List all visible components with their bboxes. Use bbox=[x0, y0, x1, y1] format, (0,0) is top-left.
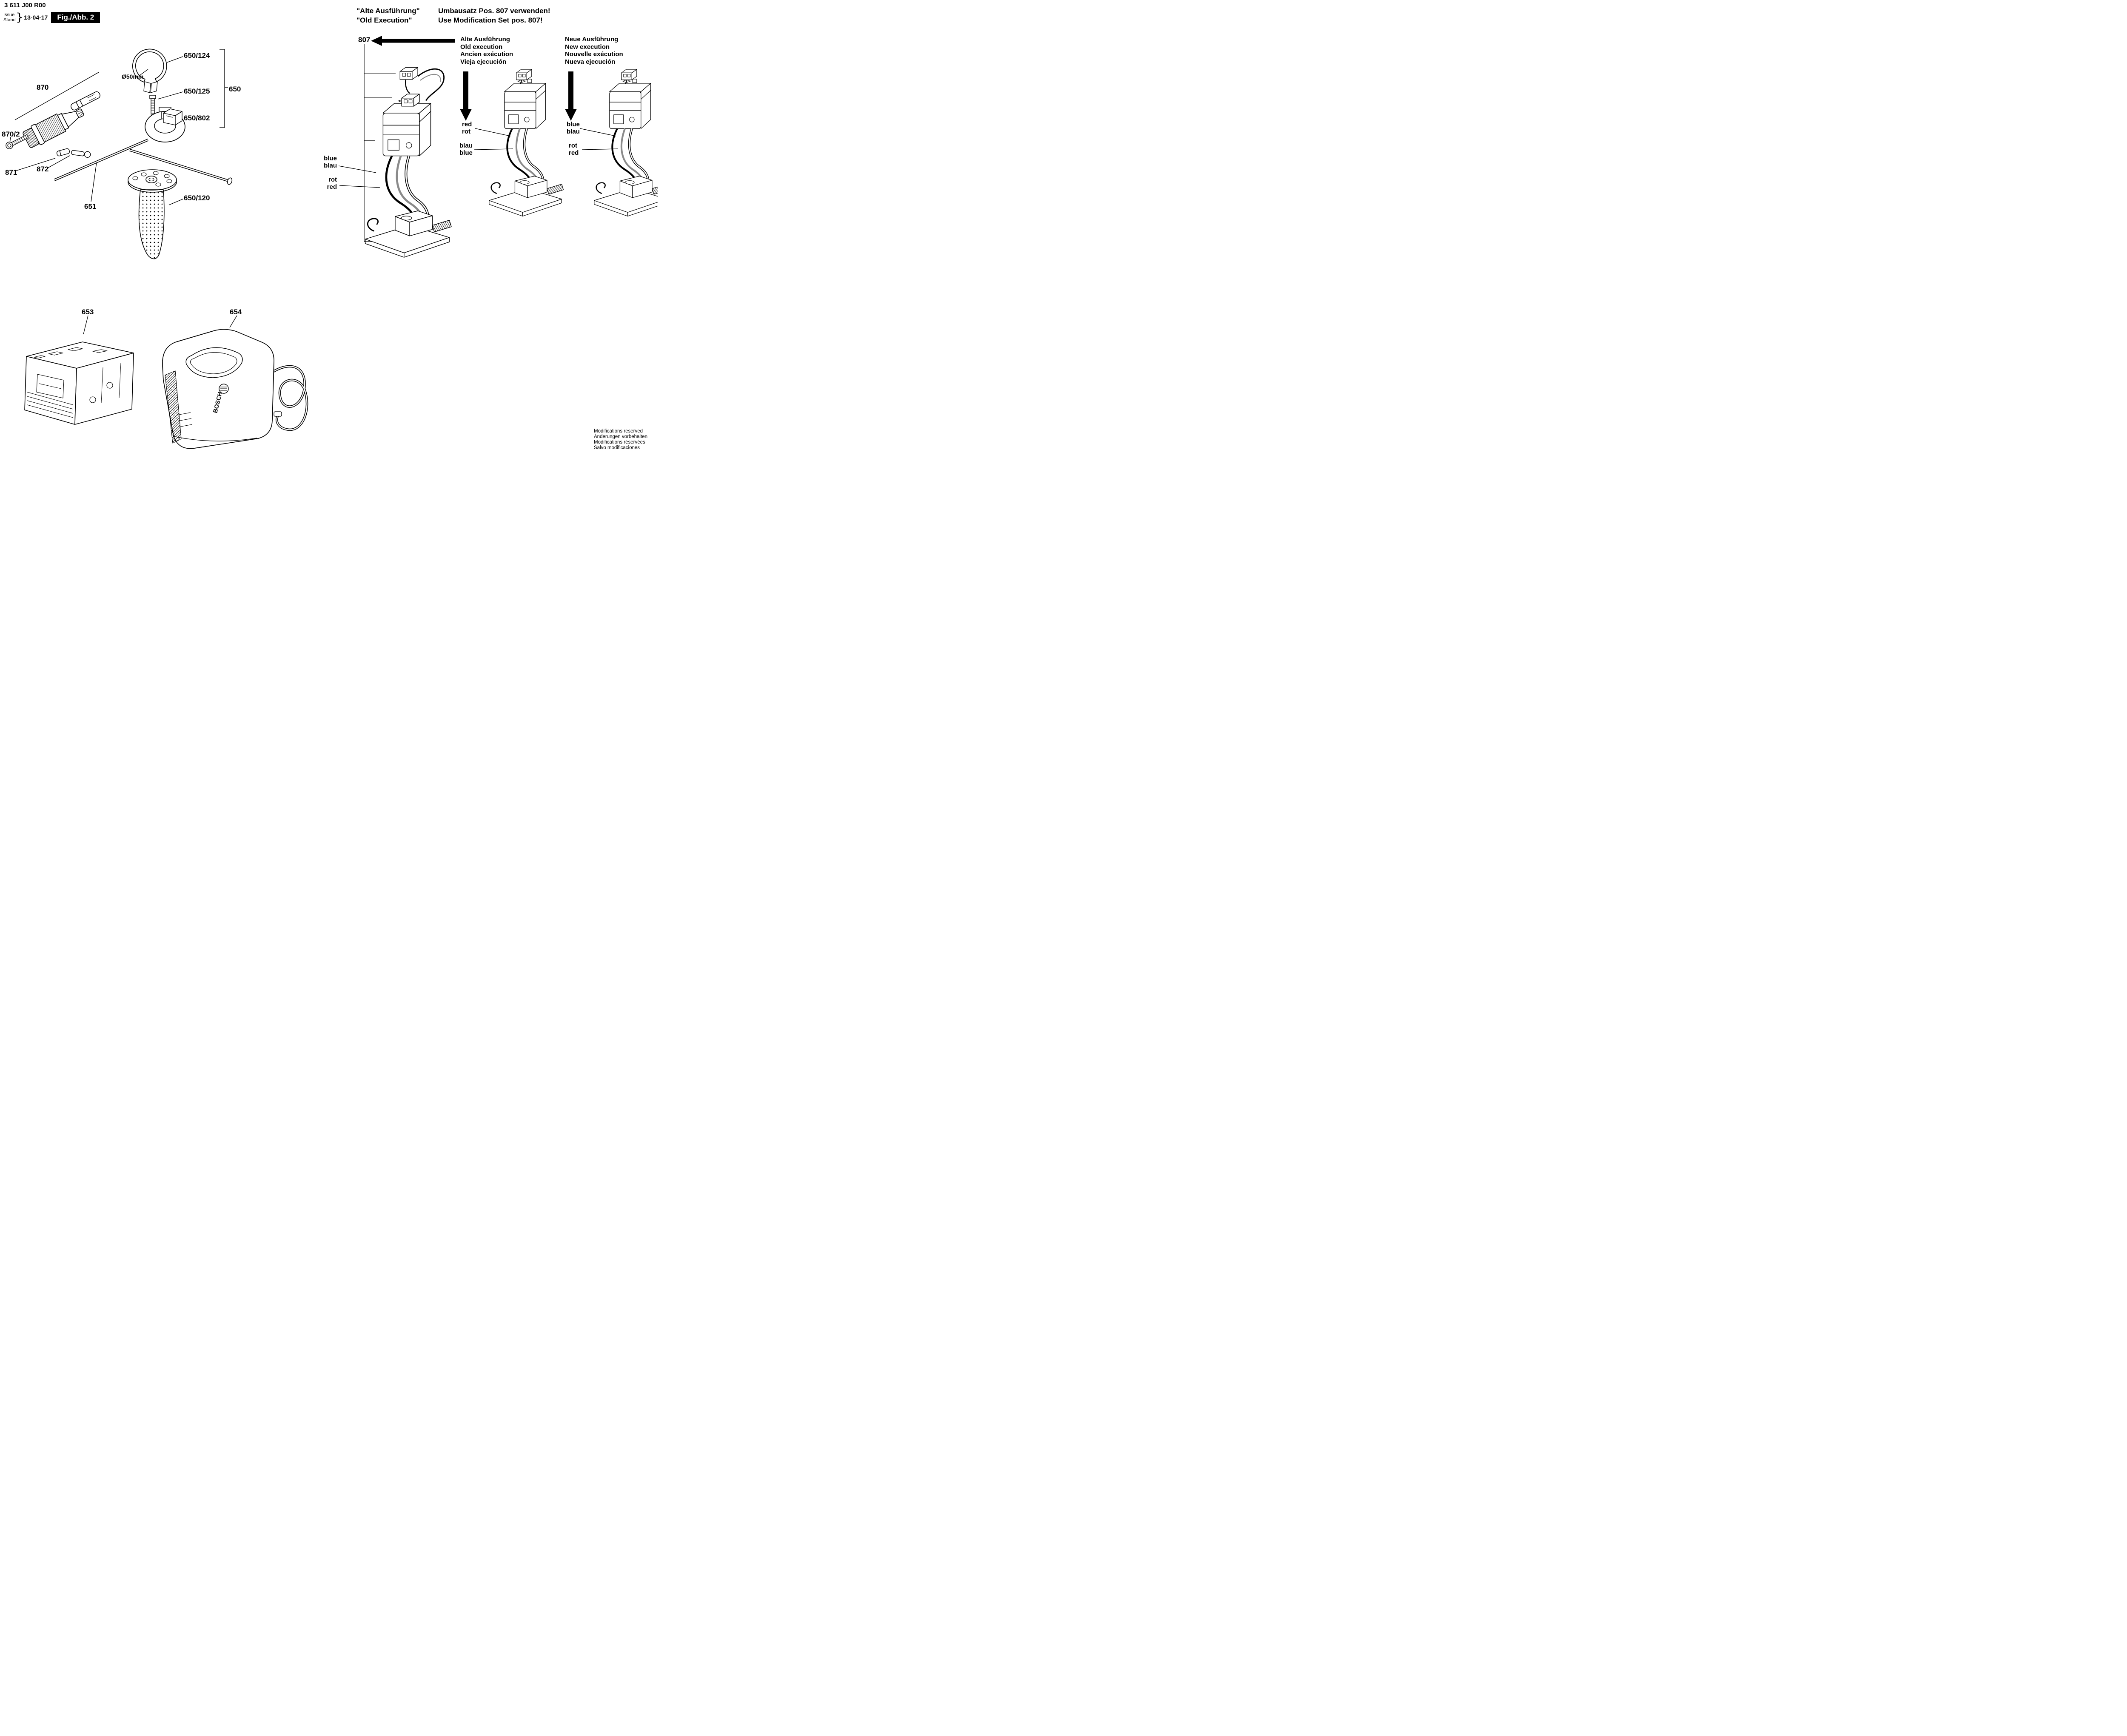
chuck-screw-drawing bbox=[6, 134, 29, 149]
wire-color-line: red bbox=[462, 121, 472, 128]
title-line: Vieja ejecución bbox=[460, 58, 507, 65]
battery-drawing bbox=[24, 342, 134, 425]
band-diameter-label: Ø50mm bbox=[122, 73, 144, 80]
shank-drawing bbox=[71, 91, 100, 111]
old-execution-arrow bbox=[460, 71, 472, 121]
wire-label-new-bottom: rot red bbox=[569, 142, 579, 157]
wire-label-old-left-bottom: rot red bbox=[312, 176, 337, 191]
issue-stand-block: Issue Stand } 13-04-17 Fig./Abb. 2 bbox=[3, 11, 100, 24]
notice-instructions: Umbausatz Pos. 807 verwenden! Use Modifi… bbox=[438, 6, 550, 25]
new-execution-arrow bbox=[565, 71, 577, 121]
title-line: Alte Ausführung bbox=[460, 36, 510, 43]
title-line: Nueva ejecución bbox=[565, 58, 616, 65]
footer-line: Salvo modificaciones bbox=[594, 445, 640, 450]
leader-lines bbox=[9, 44, 618, 335]
grip-drawing bbox=[128, 169, 177, 259]
wire-color-line: blue bbox=[324, 155, 337, 162]
part-label-870-2: 870/2 bbox=[2, 130, 20, 138]
document-part-number: 3 611 J00 R00 bbox=[4, 2, 46, 9]
key-drawing bbox=[71, 150, 91, 158]
charger-drawing: BOSCH bbox=[162, 329, 308, 449]
diagram-artwork: BOSCH bbox=[6, 36, 658, 449]
issue-brace: } bbox=[16, 11, 23, 24]
issue-label: Issue bbox=[3, 12, 15, 17]
part-label-650-120: 650/120 bbox=[184, 194, 210, 202]
notice-de-quote: "Alte Ausführung" bbox=[356, 7, 420, 15]
footer-line: Modifications reserved bbox=[594, 429, 643, 434]
handle-bar-drawing bbox=[129, 149, 233, 185]
part-label-807: 807 bbox=[358, 36, 371, 44]
part-label-650: 650 bbox=[229, 85, 241, 93]
title-line: Neue Ausführung bbox=[565, 36, 619, 43]
clamp-block-drawing bbox=[163, 108, 182, 125]
part-label-872: 872 bbox=[37, 165, 49, 173]
wire-color-line: rot bbox=[462, 128, 470, 135]
parts-diagram-page: BOSCH 3 611 J00 R00 Issue Stand bbox=[0, 0, 658, 453]
title-line: Ancien exécution bbox=[460, 51, 513, 58]
wiring-diagram-old-mid bbox=[489, 69, 564, 216]
part-label-870: 870 bbox=[37, 83, 49, 91]
title-line: Nouvelle exécution bbox=[565, 51, 623, 58]
issue-date: 13-04-17 bbox=[24, 14, 48, 21]
depth-rod-drawing bbox=[54, 139, 148, 181]
notice-de-text: Umbausatz Pos. 807 verwenden! bbox=[438, 7, 550, 15]
part-label-650-802: 650/802 bbox=[184, 114, 210, 122]
notice-en-quote: "Old Execution" bbox=[356, 16, 412, 24]
band-drawing bbox=[132, 48, 167, 93]
notice-en-text: Use Modification Set pos. 807! bbox=[438, 16, 543, 24]
part-label-654: 654 bbox=[230, 308, 242, 316]
chuck-drawing bbox=[23, 108, 84, 148]
title-line: Old execution bbox=[460, 43, 503, 51]
wire-color-line: red bbox=[569, 149, 579, 157]
part-label-650-124: 650/124 bbox=[184, 51, 210, 60]
wire-color-line: red bbox=[327, 183, 337, 191]
wiring-diagram-old-left bbox=[365, 67, 451, 258]
wire-label-old-mid-bottom: blau blue bbox=[459, 142, 473, 157]
modification-set-arrow bbox=[371, 36, 455, 46]
wire-color-line: blue bbox=[567, 121, 580, 128]
wire-label-new-top: blue blau bbox=[567, 121, 580, 135]
modifications-notice: Modifications reserved Änderungen vorbeh… bbox=[594, 429, 647, 451]
stand-label: Stand bbox=[3, 17, 16, 23]
notice-quotes: "Alte Ausführung" "Old Execution" bbox=[356, 6, 420, 25]
footer-line: Änderungen vorbehalten bbox=[594, 434, 647, 439]
footer-line: Modifications réservées bbox=[594, 440, 645, 445]
part-label-651: 651 bbox=[84, 202, 97, 211]
new-execution-title: Neue Ausführung New execution Nouvelle e… bbox=[565, 36, 623, 65]
wire-color-line: blau bbox=[567, 128, 580, 135]
part-label-871: 871 bbox=[5, 168, 17, 176]
figure-badge: Fig./Abb. 2 bbox=[51, 12, 100, 23]
wire-color-line: rot bbox=[569, 142, 577, 149]
wiring-diagram-new bbox=[594, 69, 658, 216]
wire-label-old-left-top: blue blau bbox=[312, 155, 337, 169]
wire-label-old-mid-top: red rot bbox=[462, 121, 472, 135]
wire-color-line: blau bbox=[459, 142, 473, 149]
shank-small-drawing bbox=[56, 148, 70, 157]
wire-color-line: rot bbox=[328, 176, 337, 183]
part-label-650-125: 650/125 bbox=[184, 87, 210, 95]
wire-color-line: blue bbox=[459, 149, 473, 157]
wire-color-line: blau bbox=[324, 162, 337, 169]
part-label-653: 653 bbox=[82, 308, 94, 316]
title-line: New execution bbox=[565, 43, 610, 51]
old-execution-title: Alte Ausführung Old execution Ancien exé… bbox=[460, 36, 513, 65]
